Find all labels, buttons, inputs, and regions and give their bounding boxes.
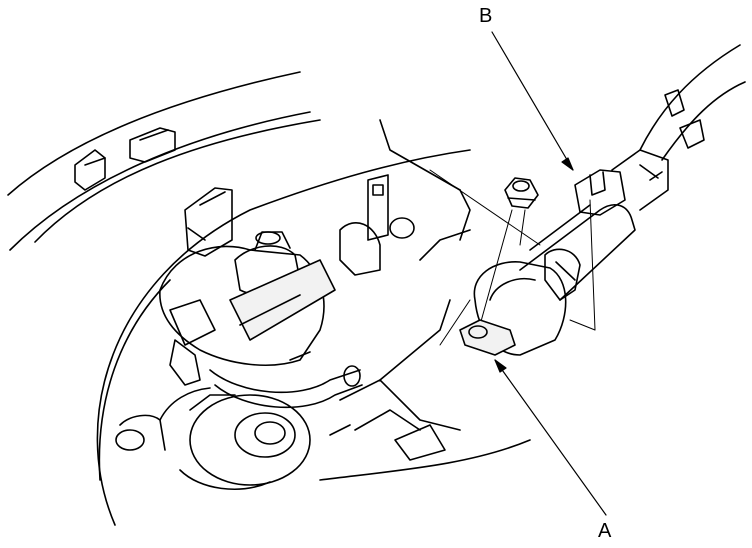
left-bracket: [184, 187, 233, 257]
nut: [504, 177, 539, 209]
fender-bolt: [74, 127, 176, 191]
sensor-housing: [159, 231, 336, 386]
nut-leader-lines: [479, 209, 526, 326]
pipe: [519, 204, 636, 301]
leader-line-b: [491, 31, 574, 171]
fender-panel-lines: [7, 71, 471, 526]
lower-body-lines: [319, 229, 531, 481]
leader-line-a: [494, 359, 607, 516]
vacuum-hose: [209, 351, 363, 409]
center-bracket: [339, 119, 471, 276]
callout-label-b: B: [479, 5, 493, 27]
pulley-assembly: [115, 387, 311, 490]
clamp-bracket: [459, 261, 567, 356]
wire-harness: [639, 44, 746, 161]
callout-label-a: A: [598, 520, 612, 542]
connector-b: [574, 149, 669, 216]
guide-lines: [429, 169, 596, 346]
